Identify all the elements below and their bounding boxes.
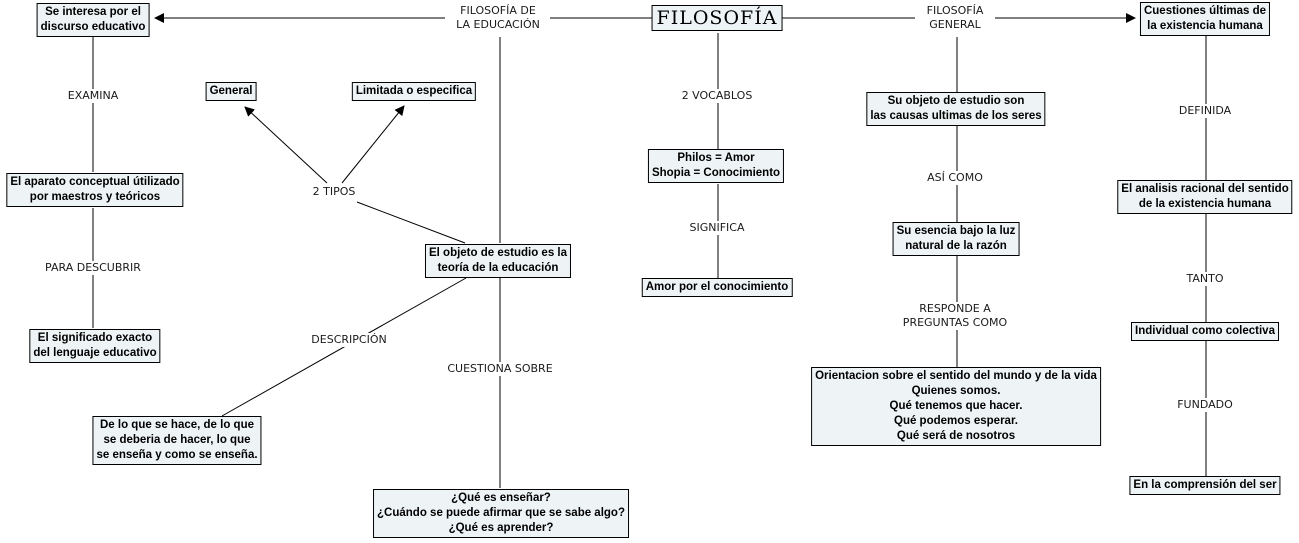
label-significa: SIGNIFICA	[686, 221, 748, 235]
node-analisis[interactable]: El analisis racional del sentido de la e…	[1117, 180, 1293, 214]
node-objeto-educacion[interactable]: El objeto de estudio es la teoría de la …	[424, 244, 572, 278]
link-objeto-tipos	[356, 201, 466, 244]
node-objeto-general[interactable]: Su objeto de estudio son las causas ulti…	[866, 92, 1046, 126]
node-interest[interactable]: Se interesa por el discurso educativo	[36, 3, 150, 37]
label-definida: DEFINIDA	[1175, 104, 1235, 118]
node-descripcion[interactable]: De lo que se hace, de lo que se deberia …	[92, 416, 262, 465]
root-node-filosofia[interactable]: FILOSOFÍA	[651, 5, 783, 31]
node-general[interactable]: General	[205, 82, 257, 101]
link-tipos-general	[244, 106, 328, 184]
node-orientacion[interactable]: Orientacion sobre el sentido del mundo y…	[811, 367, 1101, 446]
link-objeto-descripcion	[221, 277, 467, 417]
node-cuestiones[interactable]: Cuestiones últimas de la existencia huma…	[1139, 2, 1271, 36]
node-significado[interactable]: El significado exacto del lenguaje educa…	[29, 329, 161, 363]
label-2-vocablos: 2 VOCABLOS	[678, 89, 756, 103]
label-examina: EXAMINA	[64, 89, 122, 103]
node-preguntas-educacion[interactable]: ¿Qué es enseñar? ¿Cuándo se puede afirma…	[373, 489, 629, 538]
node-limitada[interactable]: Limitada o especifica	[351, 82, 477, 101]
label-responde-a: RESPONDE A PREGUNTAS COMO	[899, 302, 1011, 330]
label-descripcion: DESCRIPCIÓN	[308, 333, 390, 347]
node-amor-conocimiento[interactable]: Amor por el conocimiento	[641, 278, 793, 297]
node-esencia[interactable]: Su esencia bajo la luz natural de la raz…	[892, 222, 1020, 256]
label-asi-como: ASÍ COMO	[924, 171, 986, 185]
label-tanto: TANTO	[1183, 272, 1227, 286]
label-filosofia-educacion: FILOSOFÍA DE LA EDUCACIÓN	[453, 4, 543, 32]
label-2-tipos: 2 TIPOS	[309, 185, 359, 199]
link-tipos-limitada	[341, 105, 405, 184]
node-aparato[interactable]: El aparato conceptual útilizado por maes…	[6, 173, 184, 207]
label-cuestiona-sobre: CUESTIONA SOBRE	[444, 362, 556, 376]
label-para-descubrir: PARA DESCUBRIR	[42, 261, 144, 275]
node-philos[interactable]: Philos = Amor Shopia = Conocimiento	[647, 149, 785, 183]
label-filosofia-general: FILOSOFÍA GENERAL	[923, 4, 987, 32]
node-comprension[interactable]: En la comprensión del ser	[1129, 476, 1281, 495]
label-fundado: FUNDADO	[1174, 398, 1236, 412]
node-individual[interactable]: Individual como colectiva	[1131, 322, 1279, 341]
